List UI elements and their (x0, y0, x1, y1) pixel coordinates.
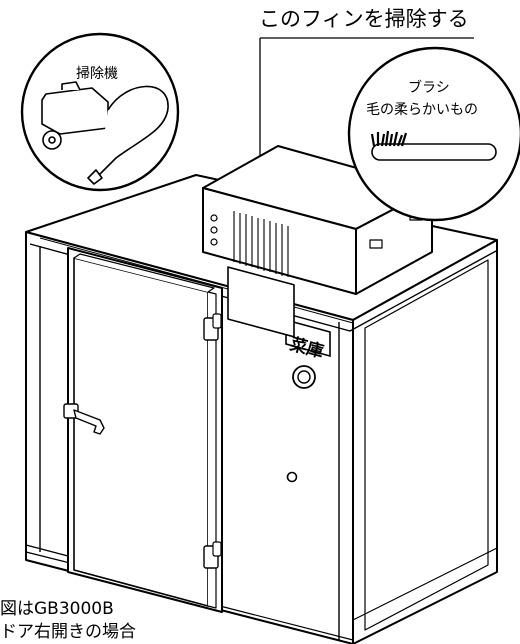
fin-instruction-text: このフィンを掃除する (259, 7, 469, 31)
key-lock (288, 473, 297, 482)
vacuum-label: 掃除機 (76, 65, 118, 82)
brush-label-line2: 毛の柔らかいもの (366, 102, 478, 118)
brush-label-line1: ブラシ (408, 79, 450, 96)
brush-callout: ブラシ 毛の柔らかいもの (349, 48, 520, 220)
vacuum-callout: 掃除機 (22, 34, 178, 190)
unit-side-vent-1 (370, 240, 382, 248)
cold-room-door (64, 248, 222, 612)
caption-line2: ドア右開きの場合 (0, 622, 136, 642)
caption-line1: 図はGB3000B (0, 599, 114, 619)
door-hinge-bottom (204, 542, 221, 568)
door-hinge-top (204, 314, 221, 340)
thermometer-dial (293, 366, 315, 388)
